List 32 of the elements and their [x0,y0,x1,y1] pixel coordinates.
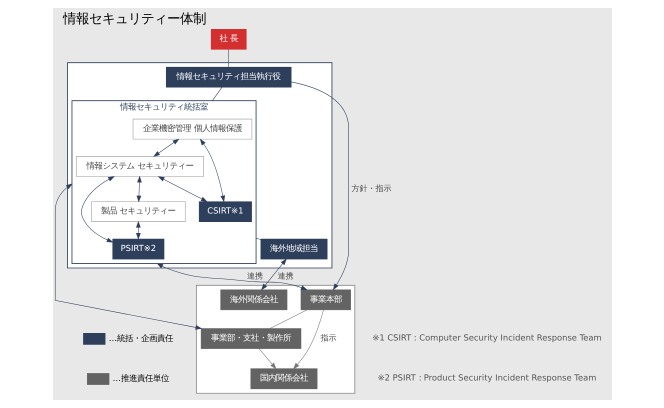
node-box: 情報システム セキュリティー [76,156,204,177]
node-box: 企業機密管理 個人情報保護 [132,118,252,140]
connector [212,87,222,101]
node-box: CSIRT※1 [198,201,252,222]
label: ※1 CSIRT：Computer Security Incident Response Team [372,332,602,343]
node-box: 社 長 [210,28,246,50]
connector [269,310,307,329]
arrow [136,176,142,202]
arrow [258,348,276,370]
arrow [260,258,286,290]
arrow [199,138,225,202]
node-box: 事業本部 [300,290,350,310]
connector [255,238,260,240]
legend-label: …推進責任単位 [112,372,169,383]
node-box: 国内関係会社 [250,368,317,390]
node-box: 海外関係会社 [220,290,287,310]
node-box: 事業部・支社・製作所 [200,328,301,349]
arrow [157,176,208,202]
label: ※2 PSIRT：Product Security Incident Response Team [377,372,596,383]
node-box: 海外地域担当 [260,238,327,260]
arrow [152,138,179,157]
legend-label: …統括・企画責任 [108,332,173,343]
arrow [54,183,202,330]
node-box: 製品 セキュリティー [90,201,185,222]
arrow [80,176,114,242]
arrow [156,263,308,290]
arrow [290,82,348,290]
node-box: PSIRT※2 [112,238,164,260]
connector [228,49,229,68]
arrow [292,310,324,370]
node-box: 情報セキュリティ担当執行役 [165,66,291,88]
diagram-title: 情報セキュリティー体制 [62,12,206,28]
